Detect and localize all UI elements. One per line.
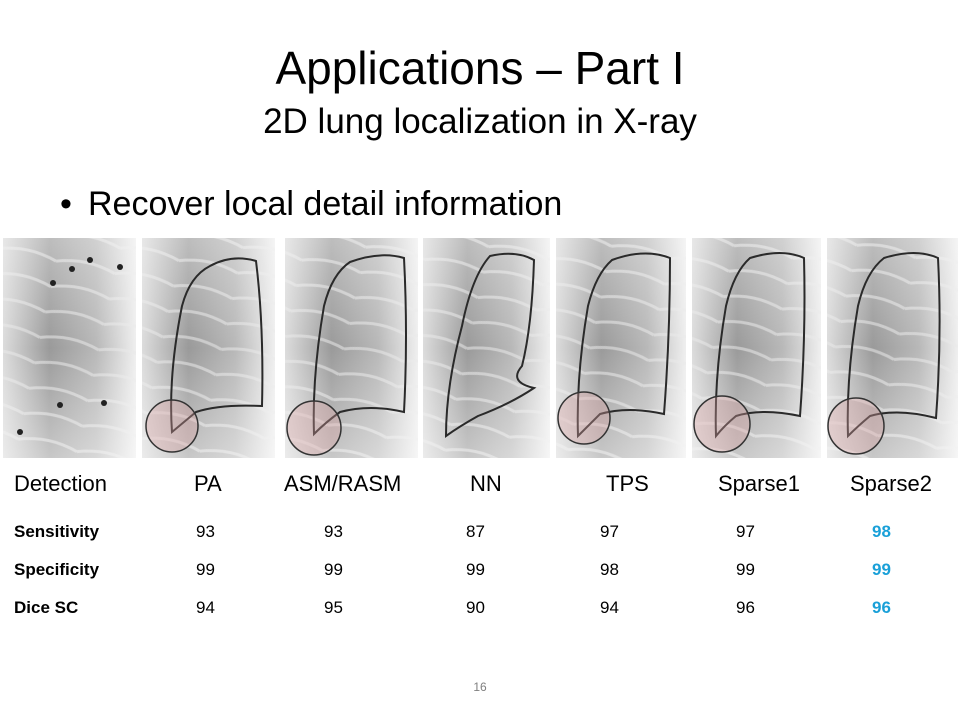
bullet-dot-icon: •	[60, 185, 72, 223]
method-label-pa: PA	[194, 471, 222, 496]
metric-name: Sensitivity	[14, 522, 100, 541]
table-cell: 94	[600, 598, 619, 617]
method-label-tps: TPS	[606, 471, 649, 496]
table-cell: 95	[324, 598, 343, 617]
xray-tps	[556, 238, 686, 458]
table-cell: 99	[736, 560, 755, 579]
table-cell: 98	[600, 560, 619, 579]
table-cell: 87	[466, 522, 485, 541]
table-cell-best: 98	[872, 522, 891, 541]
table-cell: 96	[736, 598, 755, 617]
xray-detection	[3, 238, 136, 458]
table-cell-best: 99	[872, 560, 891, 579]
xray-nn	[423, 238, 550, 458]
xray-asm-rasm	[285, 238, 418, 458]
method-label-nn: NN	[470, 471, 502, 496]
table-cell: 99	[466, 560, 485, 579]
table-cell: 99	[324, 560, 343, 579]
table-cell: 93	[324, 522, 343, 541]
xray-sparse2	[827, 238, 958, 458]
table-cell: 99	[196, 560, 215, 579]
table-cell: 90	[466, 598, 485, 617]
page-number: 16	[473, 680, 487, 694]
bullet-item: • Recover local detail information	[60, 182, 562, 226]
table-cell: 93	[196, 522, 215, 541]
xray-image-strip	[3, 238, 958, 458]
table-cell: 97	[600, 522, 619, 541]
metric-name: Specificity	[14, 560, 100, 579]
method-label-sparse2: Sparse2	[850, 471, 932, 496]
table-cell: 94	[196, 598, 215, 617]
xray-sparse1	[692, 238, 821, 458]
slide-subtitle: 2D lung localization in X-ray	[263, 102, 697, 141]
table-cell: 97	[736, 522, 755, 541]
method-label-sparse1: Sparse1	[718, 471, 800, 496]
method-label-asm-rasm: ASM/RASM	[284, 471, 402, 496]
method-label-detection: Detection	[14, 471, 107, 496]
xray-pa	[142, 238, 275, 458]
bullet-text: Recover local detail information	[88, 185, 563, 223]
metric-name: Dice SC	[14, 598, 79, 617]
table-cell-best: 96	[872, 598, 891, 617]
slide-title: Applications – Part I	[275, 42, 685, 94]
